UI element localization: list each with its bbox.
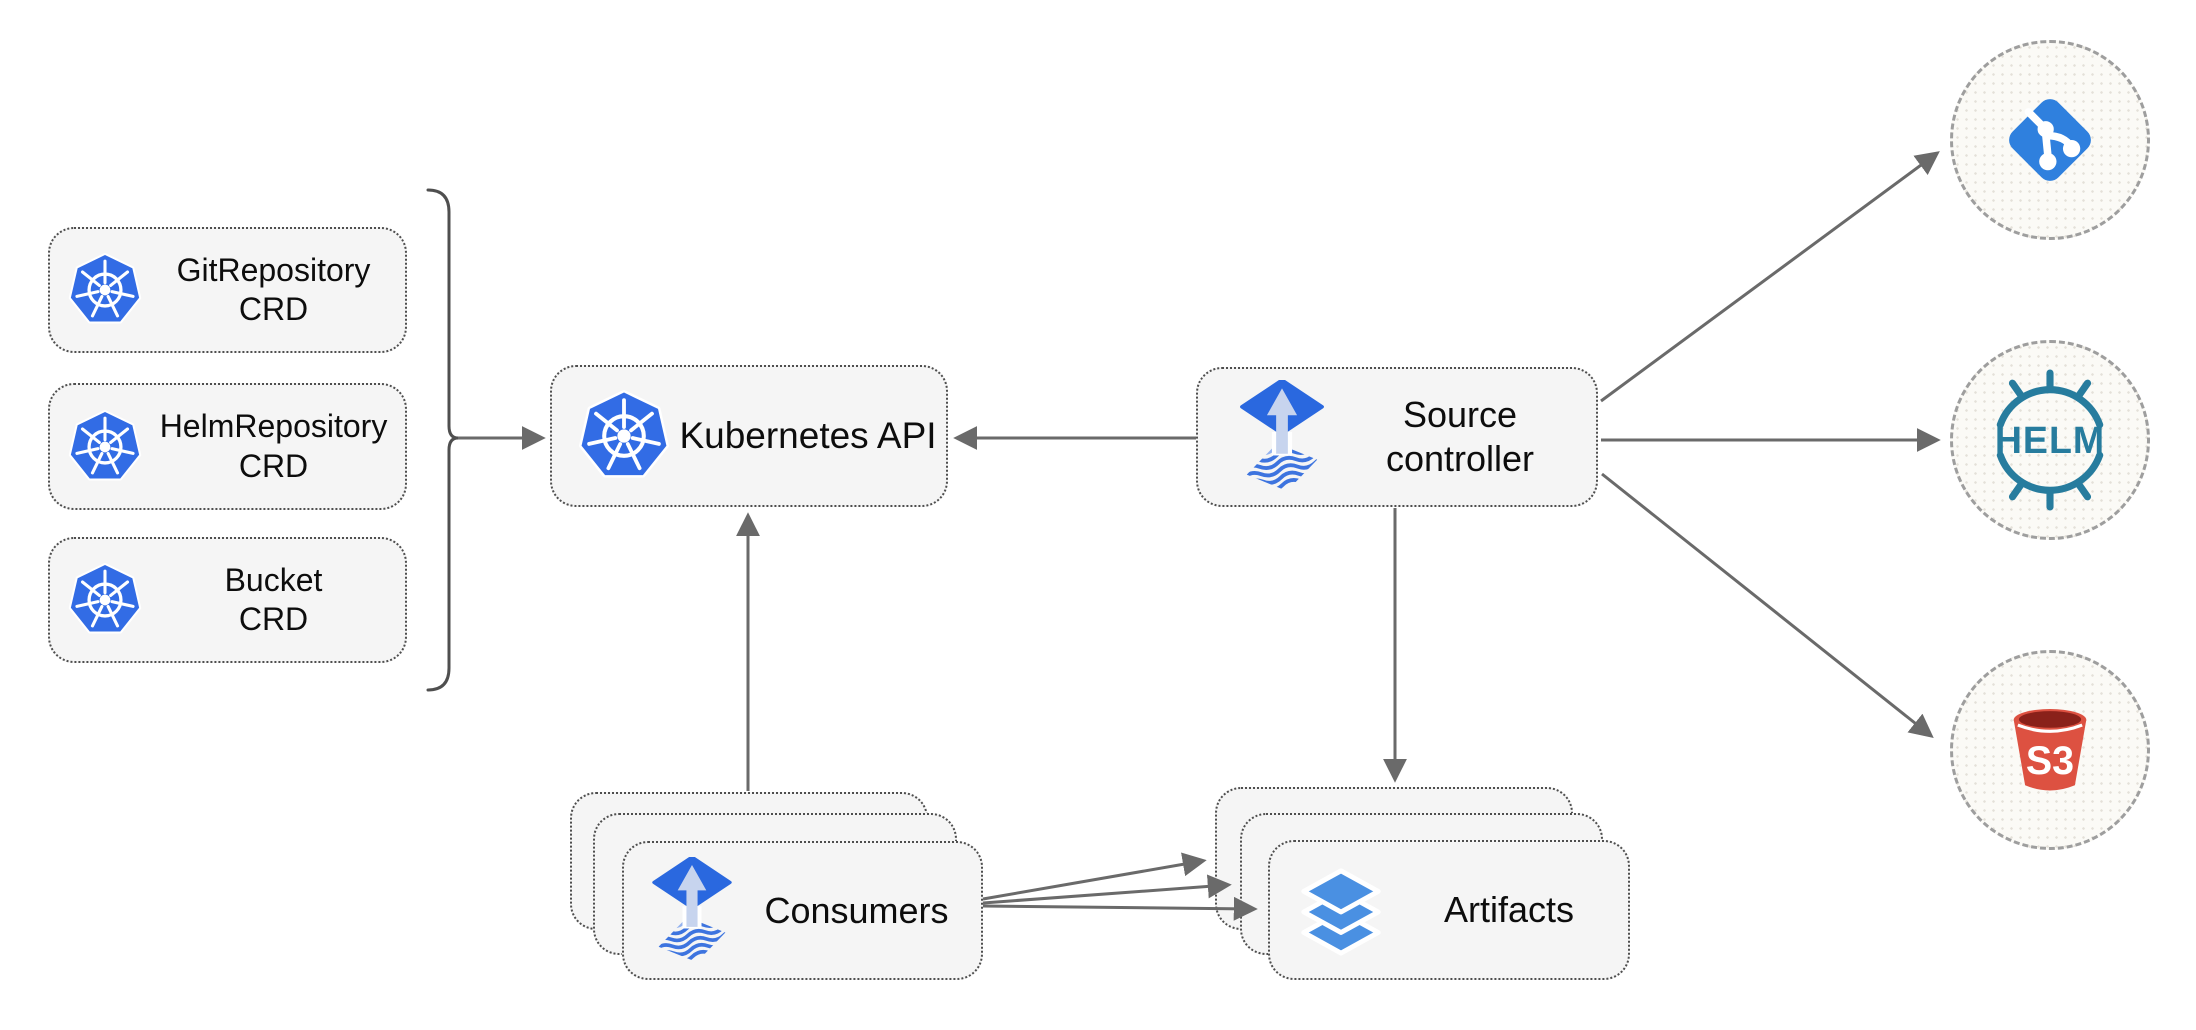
node-s3: S3: [1950, 650, 2150, 850]
kubernetes-icon: [68, 563, 142, 637]
node-gitrepository-crd: GitRepository CRD: [48, 227, 407, 353]
node-artifacts: Artifacts: [1268, 840, 1630, 980]
node-label: GitRepository CRD: [176, 251, 371, 327]
kubernetes-icon: [578, 390, 670, 482]
arrow-source-to-git: [1600, 151, 1940, 403]
arrow-source-to-s3: [1601, 472, 1934, 738]
node-bucket-crd: Bucket CRD: [48, 537, 407, 663]
arrow-consumers-to-artifacts-middle: [982, 874, 1232, 905]
git-icon: [2009, 99, 2091, 181]
helm-label: HELM: [1995, 419, 2105, 461]
node-label: Bucket CRD: [224, 561, 323, 637]
layers-icon: [1292, 861, 1390, 959]
node-consumers: Consumers: [622, 841, 983, 980]
arrow-consumers-to-artifacts-front: [982, 896, 1258, 921]
node-label: HelmRepository CRD: [159, 408, 388, 484]
node-label: Artifacts: [1443, 889, 1575, 931]
node-label: Consumers: [764, 889, 949, 931]
node-label: Source controller: [1385, 394, 1535, 479]
node-helm: HELM: [1950, 340, 2150, 540]
node-helmrepository-crd: HelmRepository CRD: [48, 383, 407, 510]
helm-icon: HELM: [1995, 369, 2105, 511]
kubernetes-icon: [68, 253, 142, 327]
node-label: Kubernetes API: [679, 415, 937, 457]
node-kubernetes-api: Kubernetes API: [550, 365, 948, 507]
arrow-consumers-to-artifacts-back: [982, 852, 1207, 901]
crd-group-bracket: [426, 188, 459, 692]
flux-icon: [652, 857, 732, 965]
s3-icon: S3: [2013, 709, 2087, 791]
kubernetes-icon: [68, 410, 142, 484]
node-source-controller: Source controller: [1196, 367, 1598, 507]
flux-icon: [1240, 380, 1324, 494]
node-git: [1950, 40, 2150, 240]
s3-label: S3: [2026, 739, 2074, 783]
